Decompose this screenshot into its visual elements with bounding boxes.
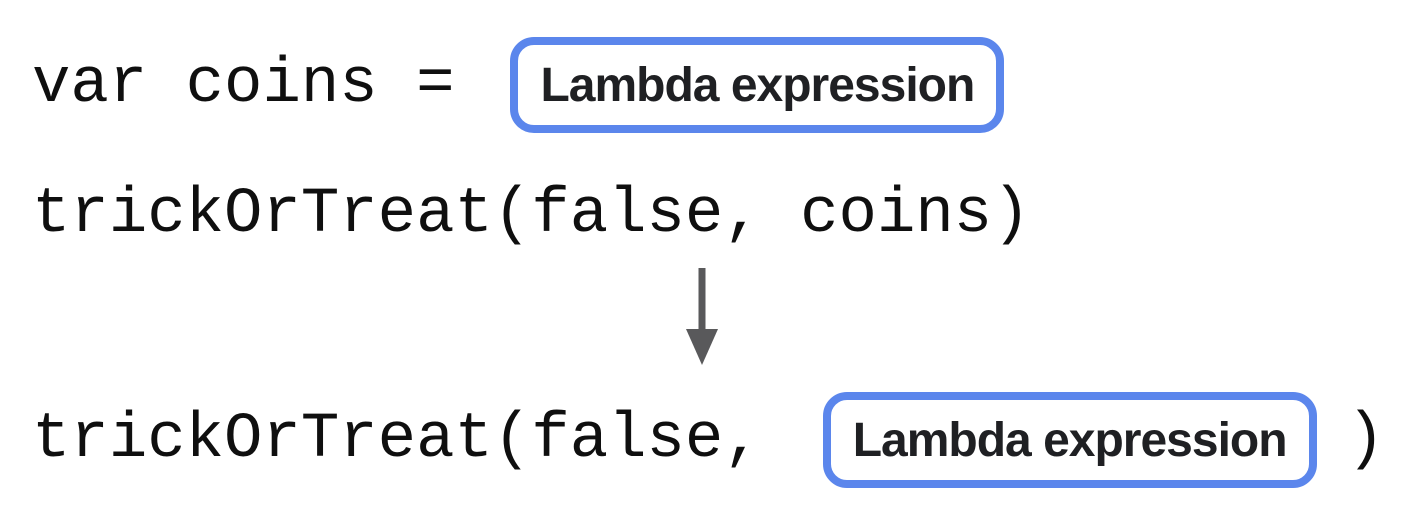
down-arrow-icon xyxy=(678,263,726,369)
lambda-expression-label-1: Lambda expression xyxy=(540,58,975,112)
code-line-assignment: var coins = Lambda expression xyxy=(32,37,1005,133)
code-line-call-with-lambda: trickOrTreat(false, Lambda expression ) xyxy=(32,392,1385,488)
code-line-call-with-variable: trickOrTreat(false, coins) xyxy=(32,167,1031,263)
down-arrow-head xyxy=(686,329,718,365)
code-text-closing-paren: ) xyxy=(1346,404,1385,476)
lambda-expression-box-1: Lambda expression xyxy=(510,37,1005,133)
code-text-trickortreat-coins: trickOrTreat(false, coins) xyxy=(32,179,1031,251)
code-text-trickortreat-prefix: trickOrTreat(false, xyxy=(32,404,762,476)
lambda-expression-label-2: Lambda expression xyxy=(852,413,1288,467)
lambda-expression-box-2: Lambda expression xyxy=(822,392,1317,488)
code-text-var-coins: var coins = xyxy=(32,49,455,121)
